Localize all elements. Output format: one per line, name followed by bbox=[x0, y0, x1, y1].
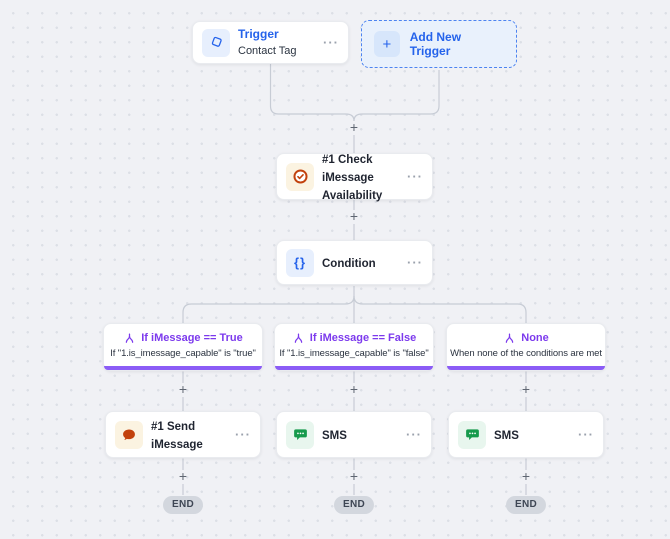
action-menu-button[interactable]: ··· bbox=[235, 427, 251, 442]
trigger-subtitle: Contact Tag bbox=[238, 44, 297, 57]
insert-step-button[interactable]: + bbox=[178, 381, 188, 397]
condition-menu-button[interactable]: ··· bbox=[407, 255, 423, 270]
sms-icon bbox=[286, 420, 314, 449]
branch-title: If iMessage == False bbox=[309, 332, 417, 344]
action-title: SMS bbox=[322, 429, 347, 442]
branch-split-icon bbox=[126, 332, 134, 343]
add-new-trigger-label: Add New Trigger bbox=[409, 30, 462, 58]
tag-icon bbox=[202, 28, 230, 57]
action-menu-button[interactable]: ··· bbox=[578, 427, 594, 442]
branch-subtitle: If "1.is_imessage_capable" is "true" bbox=[110, 347, 256, 359]
condition-title: Condition bbox=[322, 257, 376, 270]
sms-icon bbox=[458, 420, 486, 449]
sms-node[interactable]: SMS ··· bbox=[276, 411, 432, 458]
branch-subtitle: If "1.is_imessage_capable" is "false" bbox=[279, 347, 429, 359]
check-imessage-menu-button[interactable]: ··· bbox=[407, 169, 423, 184]
add-new-trigger-button[interactable]: + Add New Trigger bbox=[361, 20, 517, 68]
insert-step-button[interactable]: + bbox=[178, 468, 188, 484]
end-marker: END bbox=[162, 496, 204, 514]
imessage-icon bbox=[115, 420, 143, 449]
insert-step-button[interactable]: + bbox=[349, 208, 359, 224]
action-title: SMS bbox=[494, 429, 519, 442]
branch-if-imessage-true[interactable]: If iMessage == True If "1.is_imessage_ca… bbox=[103, 323, 263, 371]
branch-split-icon bbox=[506, 332, 514, 343]
branch-if-imessage-false[interactable]: If iMessage == False If "1.is_imessage_c… bbox=[274, 323, 434, 371]
insert-step-button[interactable]: + bbox=[521, 381, 531, 397]
trigger-title: Trigger bbox=[238, 27, 279, 42]
branch-title: None bbox=[521, 332, 549, 344]
branch-split-icon bbox=[294, 332, 303, 343]
trigger-menu-button[interactable]: ··· bbox=[323, 35, 339, 50]
trigger-node[interactable]: Trigger Contact Tag ··· bbox=[192, 21, 349, 64]
sms-node[interactable]: SMS ··· bbox=[448, 411, 604, 458]
action-title: #1 Send iMessage bbox=[151, 420, 203, 451]
condition-node[interactable]: {} Condition ··· bbox=[276, 240, 433, 285]
branch-title: If iMessage == True bbox=[141, 332, 243, 344]
check-imessage-title: #1 Check iMessage Availability bbox=[322, 153, 383, 202]
send-imessage-node[interactable]: #1 Send iMessage ··· bbox=[105, 411, 261, 458]
branch-none[interactable]: None When none of the conditions are met bbox=[446, 323, 606, 371]
insert-step-button[interactable]: + bbox=[349, 468, 359, 484]
braces-icon: {} bbox=[286, 248, 314, 277]
insert-step-button[interactable]: + bbox=[521, 468, 531, 484]
end-marker: END bbox=[333, 496, 375, 514]
branch-subtitle: When none of the conditions are met bbox=[450, 347, 602, 359]
end-marker: END bbox=[505, 496, 547, 514]
check-circle-icon bbox=[286, 162, 314, 191]
plus-icon: + bbox=[374, 31, 400, 57]
insert-step-button[interactable]: + bbox=[349, 119, 359, 135]
insert-step-button[interactable]: + bbox=[349, 381, 359, 397]
check-imessage-node[interactable]: #1 Check iMessage Availability ··· bbox=[276, 153, 433, 202]
action-menu-button[interactable]: ··· bbox=[406, 427, 422, 442]
